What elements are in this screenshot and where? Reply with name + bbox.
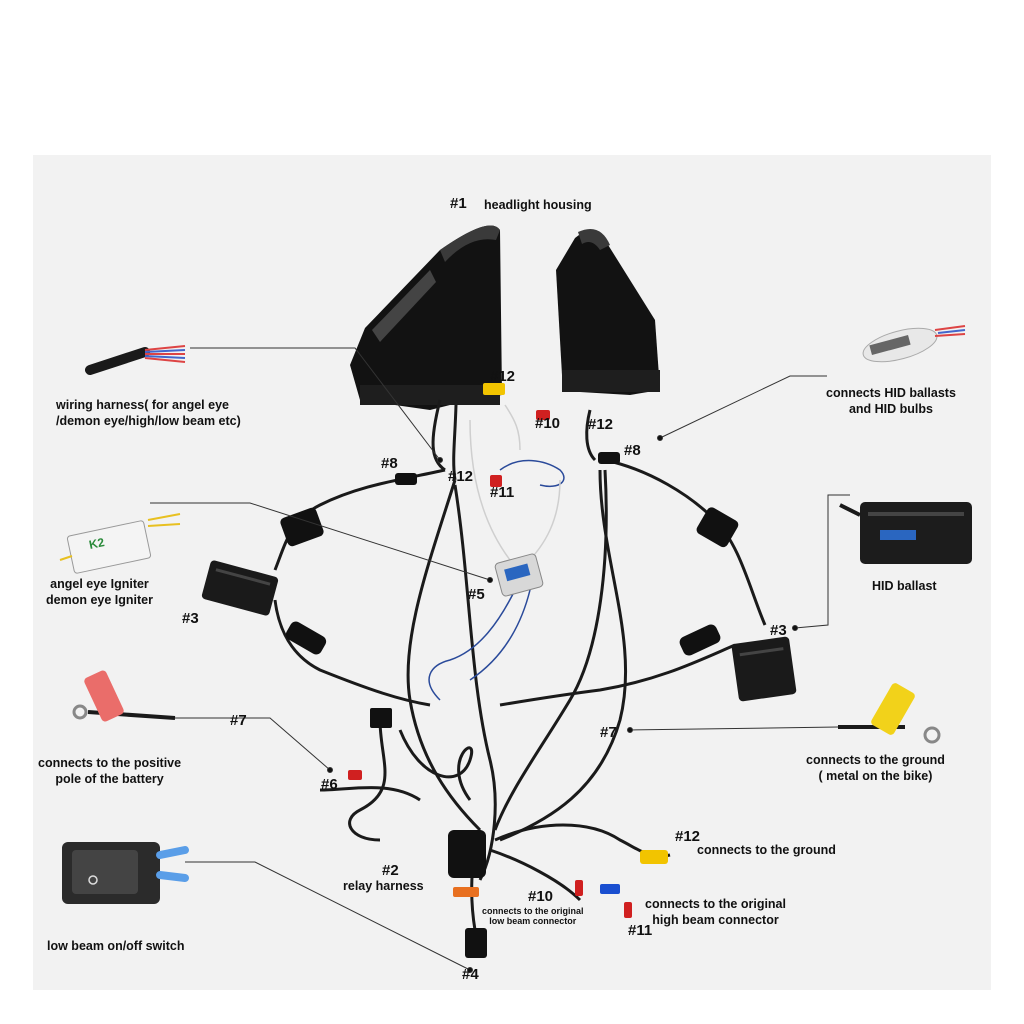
label-n10b: #10 [528, 888, 554, 905]
label-n8b: #8 [624, 442, 641, 459]
hid-bulb-illustration [862, 325, 966, 363]
angel-igniter-label: angel eye Igniter demon eye Igniter [46, 577, 153, 607]
ground-terminal-illustration [838, 683, 941, 744]
label-n12c: #12 [448, 468, 474, 485]
right-ballast [731, 636, 797, 702]
label-n1: #1 [450, 195, 467, 212]
label-n3b: #3 [770, 622, 787, 639]
angel-igniter-illustration: K2 [59, 513, 181, 574]
label-n7a: #7 [230, 712, 247, 729]
label-n8a: #8 [381, 455, 398, 472]
label-n12d: #12 [675, 828, 701, 845]
label-n6: #6 [321, 776, 338, 793]
label-n2: #2 [382, 862, 399, 879]
label-n3a: #3 [182, 610, 199, 627]
label-n4: #4 [462, 966, 479, 983]
positive-terminal-illustration [72, 670, 176, 722]
relay-harness-label: relay harness [343, 879, 424, 893]
leader-lines [150, 347, 850, 973]
low-beam-connector-label: connects to the original low beam connec… [482, 906, 584, 927]
left-ballast [201, 560, 279, 616]
low-switch-label: low beam on/off switch [47, 939, 185, 953]
wiring-harness-illustration [85, 345, 186, 375]
black-wires [273, 399, 767, 931]
switch-illustration [62, 842, 189, 904]
igniter-module [494, 553, 544, 597]
label-n10a: #10 [535, 415, 561, 432]
svg-text:K2: K2 [88, 535, 106, 552]
connects-hid-label: connects HID ballasts and HID bulbs [826, 386, 956, 416]
label-n7b: #7 [600, 724, 617, 741]
high-beam-connector-label: connects to the original high beam conne… [645, 897, 786, 927]
right-headlight-housing [556, 228, 660, 395]
wiring-harness-label: wiring harness( for angel eye /demon eye… [56, 398, 241, 428]
positive-pole-label: connects to the positive pole of the bat… [38, 756, 182, 786]
connectors [280, 452, 739, 958]
label-n5: #5 [468, 586, 485, 603]
label-n12b: #12 [588, 416, 614, 433]
ground-label: connects to the ground [697, 843, 836, 857]
label-n12a: #12 [490, 368, 516, 385]
hid-ballast-label: HID ballast [872, 579, 937, 593]
label-n11b: #11 [628, 922, 653, 939]
label-n11a: #11 [490, 484, 515, 501]
ground-bike-label: connects to the ground ( metal on the bi… [806, 753, 945, 783]
left-headlight-housing [350, 225, 502, 410]
blue-wires [428, 459, 565, 701]
headlight-housing-label: headlight housing [484, 198, 592, 212]
hid-ballast-illustration [839, 502, 972, 564]
terminals [348, 383, 668, 918]
